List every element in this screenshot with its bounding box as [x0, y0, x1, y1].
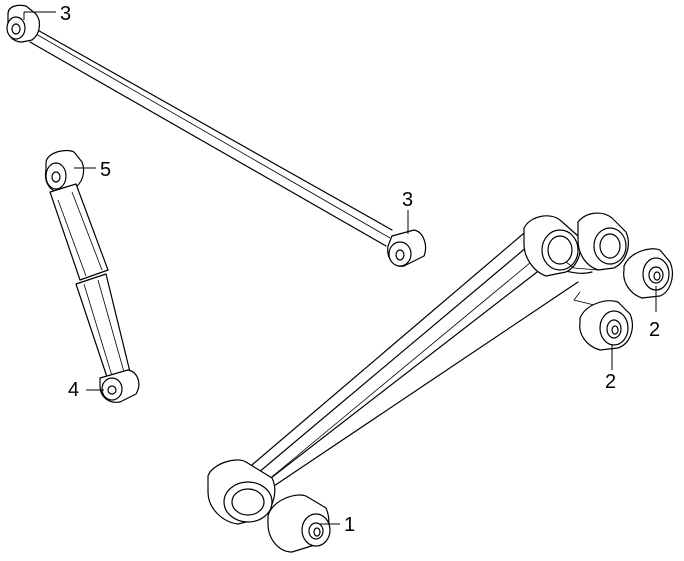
lateral-rod-end-bushing-left — [6, 4, 41, 43]
shock-upper-bushing — [44, 149, 85, 193]
control-arm-front-eye — [207, 459, 276, 525]
callout-4: 4 — [68, 379, 79, 401]
callout-2-upper: 2 — [649, 319, 660, 341]
callout-3-top: 3 — [60, 3, 71, 25]
callout-1: 1 — [344, 514, 355, 536]
lateral-rod-end-bushing-right — [387, 229, 427, 267]
callout-5: 5 — [100, 159, 111, 181]
bushing-part-2-lower — [579, 300, 633, 351]
leader-lines — [23, 11, 657, 525]
shock-absorber — [44, 149, 140, 403]
bushing-part-1 — [267, 494, 331, 553]
callout-3-right: 3 — [402, 189, 413, 211]
lateral-rod — [6, 4, 427, 267]
control-arm-rear-eye-2 — [577, 212, 629, 271]
bushing-part-2-upper — [623, 248, 673, 299]
shock-lower-bushing — [99, 369, 140, 403]
callout-2-lower: 2 — [605, 371, 616, 393]
lower-control-arm — [207, 212, 629, 525]
control-arm-rear-eye-1 — [523, 215, 581, 277]
